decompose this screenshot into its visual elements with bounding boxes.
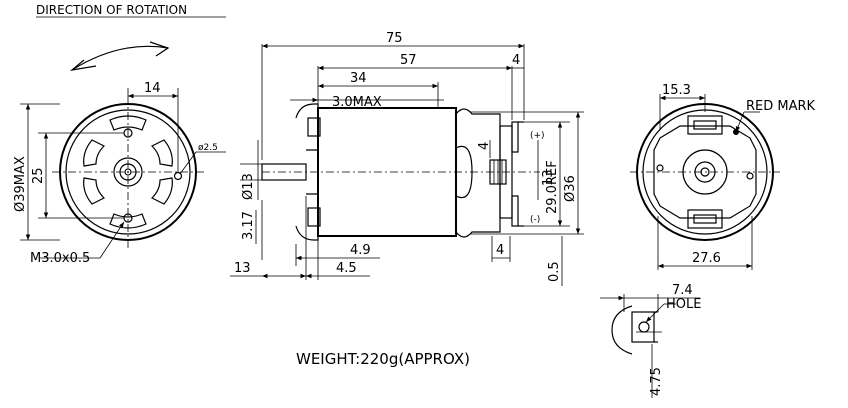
dim-4-mid: 4: [477, 142, 492, 150]
dim-14: 14: [144, 81, 161, 96]
rotation-arrow-icon: [69, 41, 170, 71]
red-mark-label: RED MARK: [746, 99, 816, 114]
dim-7-4: 7.4: [672, 283, 693, 298]
dim-15-3: 15.3: [662, 83, 691, 98]
dim-4-5: 4.5: [336, 261, 357, 276]
dim-shaft-dia: Ø13: [241, 173, 256, 200]
dim-4-bottom: 4: [496, 243, 504, 258]
plus-terminal: (+): [530, 131, 545, 141]
terminal-detail: [611, 305, 658, 355]
dim-36: Ø36: [563, 175, 578, 202]
dim-13-bottom: 13: [234, 261, 251, 276]
side-view: [261, 103, 540, 241]
dim-4-75: 4.75: [649, 367, 664, 396]
title: DIRECTION OF ROTATION: [36, 3, 187, 17]
dim-0-5: 0.5: [547, 261, 562, 282]
dim-34: 34: [350, 71, 367, 86]
weight-label: WEIGHT:220g(APPROX): [296, 350, 470, 368]
dim-57: 57: [400, 53, 417, 68]
dim-27-6: 27.6: [692, 251, 721, 266]
dim-29-ref: 29.0REF: [545, 160, 560, 214]
dim-39max: Ø39MAX: [13, 156, 28, 212]
dim-75: 75: [386, 31, 403, 46]
dim-2-5: ø2.5: [198, 143, 218, 153]
dim-25: 25: [31, 167, 46, 184]
screw-label: M3.0x0.5: [30, 251, 90, 266]
dim-13-right: 13: [541, 169, 556, 186]
dim-4-top: 4: [512, 53, 520, 68]
dim-3max: 3.0MAX: [332, 95, 382, 110]
hole-label: HOLE: [666, 297, 701, 312]
dim-3-17: 3.17: [241, 211, 256, 240]
minus-terminal: (-): [530, 215, 540, 225]
dim-4-9: 4.9: [350, 243, 371, 258]
rear-view: [630, 103, 780, 241]
